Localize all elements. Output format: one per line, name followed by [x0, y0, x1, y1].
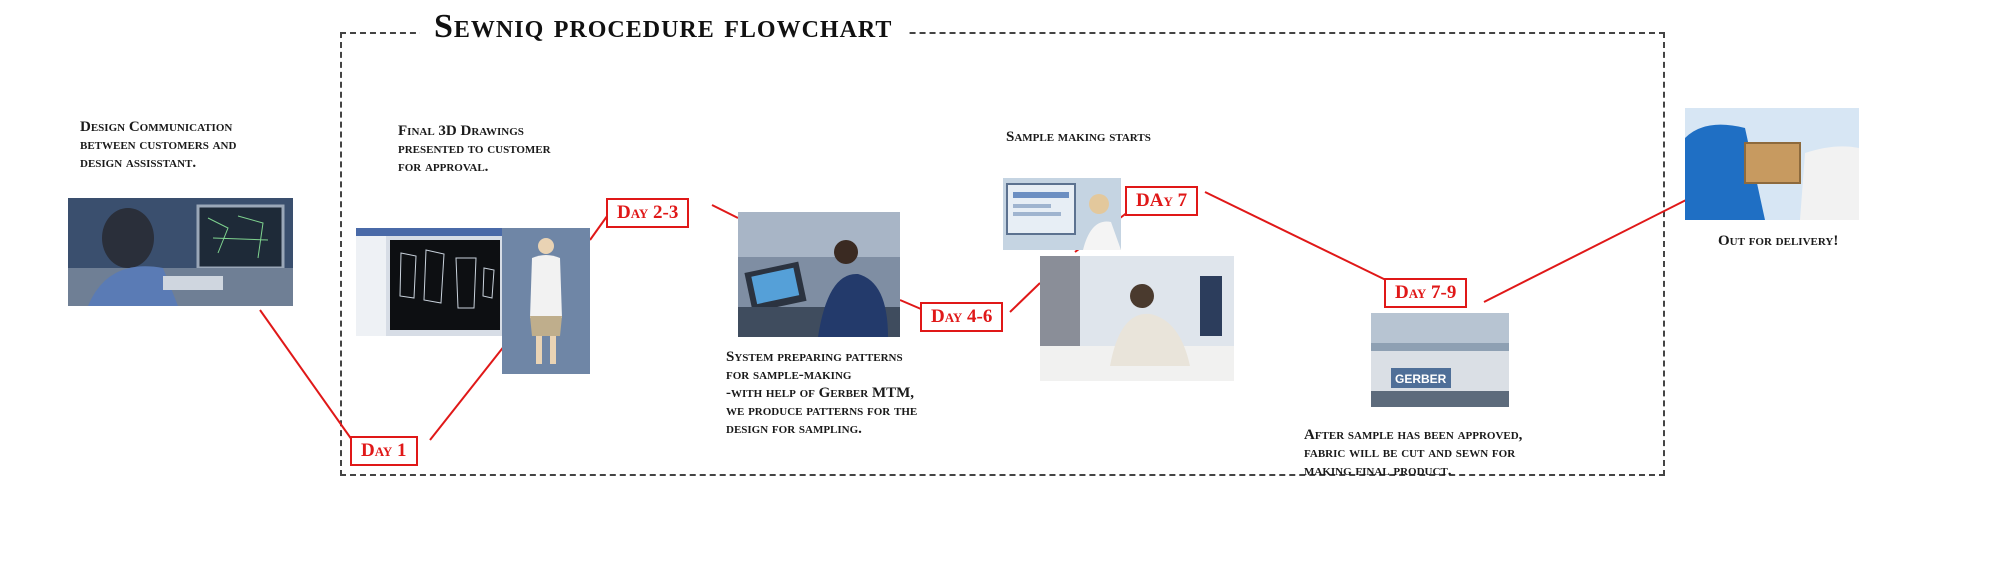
- sewing-sample-photo: [1040, 256, 1234, 381]
- note-line: Out for delivery!: [1718, 233, 1839, 249]
- delivery-note: Out for delivery!: [1718, 232, 1838, 250]
- connector-design-to-day1: [259, 309, 353, 441]
- connector-day1-to-drawings: [429, 344, 506, 441]
- note-line: Design Communication: [80, 119, 233, 135]
- day-2-3-badge: Day 2-3: [606, 198, 690, 228]
- sample-making-note: Sample making starts: [1006, 128, 1151, 146]
- connector-day4-6-to-sample: [1009, 282, 1041, 313]
- gerber-cutter-photo: GERBER: [1371, 313, 1509, 407]
- courier-delivery-photo: [1685, 108, 1859, 220]
- cutting-operator-photo: [738, 212, 900, 337]
- note-line: Sample making starts: [1006, 129, 1151, 145]
- note-line: Final 3D Drawings: [398, 123, 524, 139]
- day-1-badge: Day 1: [350, 436, 418, 466]
- note-line: we produce patterns for the: [726, 403, 918, 419]
- day-7-badge: DAy 7: [1125, 186, 1199, 216]
- day-7-9-badge: Day 7-9: [1384, 278, 1468, 308]
- note-line: for sample-making: [726, 367, 852, 383]
- final-drawings-note: Final 3D Drawings presented to customer …: [398, 122, 551, 176]
- note-line: design for sampling.: [726, 421, 862, 437]
- system-patterns-note: System preparing patterns for sample-mak…: [726, 348, 917, 438]
- note-line: presented to customer: [398, 141, 551, 157]
- note-line: fabric will be cut and sewn for: [1304, 445, 1516, 461]
- note-line: for approval.: [398, 159, 489, 175]
- svg-text:GERBER: GERBER: [1395, 372, 1447, 386]
- flowchart-frame: [340, 32, 1665, 476]
- connector-day7-9-to-delivery: [1483, 197, 1691, 303]
- day-4-6-badge: Day 4-6: [920, 302, 1004, 332]
- note-line: design assisstant.: [80, 155, 197, 171]
- note-line: between customers and: [80, 137, 237, 153]
- connector-day2-3-to-patterns: [711, 204, 739, 219]
- note-line: -with help of Gerber MTM,: [726, 385, 915, 401]
- monitor-woman-photo: [1003, 178, 1121, 250]
- note-line: After sample has been approved,: [1304, 427, 1523, 443]
- page-title: Sewniq procedure flowchart: [420, 8, 907, 46]
- production-note: After sample has been approved, fabric w…: [1304, 426, 1522, 480]
- connector-day7-to-day7-9: [1204, 191, 1391, 283]
- pattern-software-photo: [356, 228, 504, 336]
- mannequin-render-photo: [502, 228, 590, 374]
- design-photo: [68, 198, 293, 306]
- note-line: making final product.: [1304, 463, 1452, 479]
- note-line: System preparing patterns: [726, 349, 903, 365]
- design-communication-note: Design Communication between customers a…: [80, 118, 236, 172]
